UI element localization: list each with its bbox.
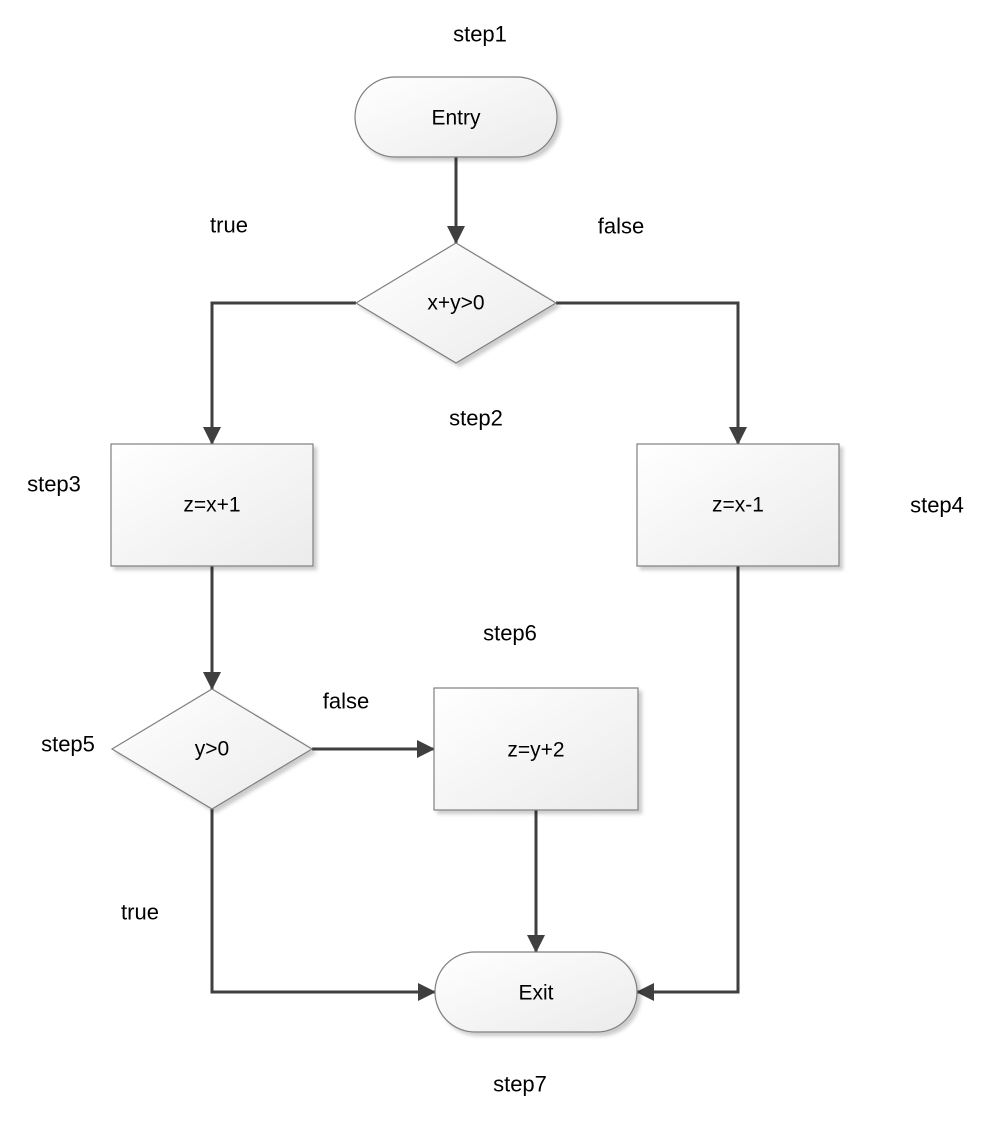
step-label-1: step1 [453, 22, 507, 47]
edge-cond1-false-to-proc2 [556, 301, 747, 445]
step-label-3: step3 [27, 472, 81, 497]
edge-proc2-to-exit [636, 566, 740, 1001]
step-label-6: step6 [483, 621, 537, 646]
process-shape-proc1 [110, 443, 314, 567]
node-proc3-label: z=y+2 [507, 739, 564, 762]
connectors [203, 157, 747, 1001]
node-cond2-label: y>0 [195, 738, 229, 761]
branch-labels: true false false true [121, 213, 644, 925]
decision-shape-cond2 [110, 688, 314, 810]
cond2-false-label: false [323, 689, 369, 714]
edge-cond1-true-to-proc1 [203, 301, 356, 445]
decision-shape-cond1 [354, 242, 558, 364]
cond1-true-label: true [210, 213, 248, 238]
node-exit-label: Exit [518, 982, 553, 1005]
node-proc3: z=y+2 [433, 687, 639, 811]
node-proc2: z=x-1 [636, 443, 840, 567]
step-label-7: step7 [493, 1072, 547, 1097]
node-proc1: z=x+1 [110, 443, 314, 567]
terminator-shape-entry [354, 76, 558, 158]
step-labels: step1 step2 step3 step4 step5 step6 step… [27, 22, 964, 1097]
step-label-2: step2 [449, 406, 503, 431]
node-exit: Exit [434, 951, 638, 1033]
node-cond2: y>0 [110, 688, 314, 810]
node-entry: Entry [354, 76, 558, 158]
cond2-true-label: true [121, 900, 159, 925]
node-cond1-label: x+y>0 [427, 292, 484, 315]
terminator-shape-exit [434, 951, 638, 1033]
process-shape-proc3 [433, 687, 639, 811]
process-shape-proc2 [636, 443, 840, 567]
node-proc2-label: z=x-1 [712, 494, 764, 517]
cond1-false-label: false [598, 214, 644, 239]
node-proc1-label: z=x+1 [183, 494, 240, 517]
node-cond1: x+y>0 [354, 242, 558, 364]
edge-cond2-true-to-exit [210, 809, 436, 1001]
step-label-4: step4 [910, 493, 964, 518]
step-label-5: step5 [41, 732, 95, 757]
node-entry-label: Entry [431, 107, 481, 130]
